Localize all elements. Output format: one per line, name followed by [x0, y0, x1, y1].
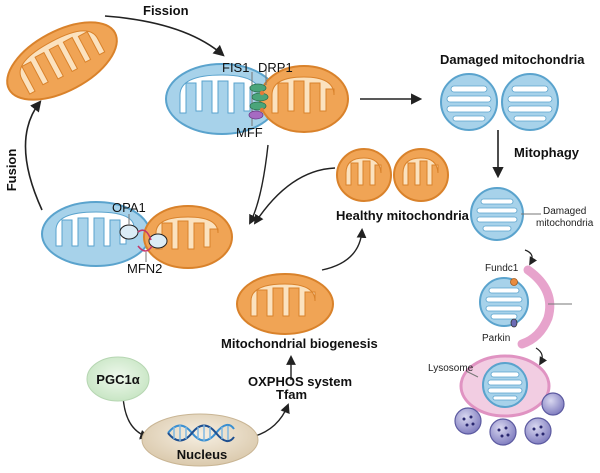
pgc1a-to-nucleus-arrow [122, 395, 150, 440]
lysosome-1 [454, 407, 482, 435]
nucleus [141, 413, 259, 467]
fusion-label: Fusion [4, 149, 19, 192]
mitochondrion-top-left [6, 21, 118, 101]
drp1-label: DRP1 [258, 60, 293, 75]
fusion-arrow [24, 100, 43, 211]
tfam-label: Tfam [276, 387, 307, 402]
small-curl-arrow-2 [535, 347, 548, 366]
lysosomes [454, 392, 565, 446]
healthy-mitochondria-label: Healthy mitochondria [336, 208, 470, 223]
fusion-proteins [119, 214, 168, 262]
mitophagy-label: Mitophagy [514, 145, 580, 160]
fission-arrow [104, 15, 225, 57]
fission-to-fusion-arrow [249, 144, 269, 225]
mitophagy-damaged-mitochondrion [470, 187, 541, 241]
fundc1-label: Fundc1 [485, 263, 519, 274]
lysosome-label: Lysosome [428, 363, 474, 374]
healthy-to-fusion-arrow [253, 167, 336, 225]
mitochondrial-biogenesis-label: Mitochondrial biogenesis [221, 336, 378, 351]
nucleus-to-oxphos-arrow [251, 403, 290, 438]
parkin-marker [510, 318, 518, 328]
fusion-pair [41, 201, 233, 269]
phagophore-stage [479, 265, 572, 349]
opa1-label: OPA1 [112, 200, 146, 215]
lysosome-2 [489, 418, 517, 446]
fundc1-marker [510, 278, 518, 286]
healthy-mitochondrion-2 [393, 148, 449, 202]
pgc1a-bubble [86, 356, 150, 402]
fission-proteins [248, 66, 269, 126]
fission-label: Fission [143, 3, 189, 18]
orange-mitochondrion-fusion [143, 205, 233, 269]
damaged-mitochondria-title: Damaged mitochondria [440, 52, 585, 67]
mff-label: MFF [236, 125, 263, 140]
damaged-mitochondria-pair [440, 73, 559, 131]
lysosome-stage [459, 354, 551, 418]
fis1-label: FIS1 [222, 60, 249, 75]
pgc1a-label: PGC1α [96, 372, 139, 387]
fission-pair [165, 63, 349, 135]
parkin-label: Parkin [482, 333, 510, 344]
phagophore-membrane [517, 265, 555, 349]
orange-mitochondrion-fission [259, 65, 349, 133]
arrows [24, 15, 548, 440]
oxphos-system-label: OXPHOS system [248, 374, 352, 389]
healthy-mitochondria [336, 148, 449, 202]
biogenesis-to-healthy-arrow [321, 228, 367, 271]
mfn2-label: MFN2 [127, 261, 162, 276]
damaged-mitochondria-side-label-1: Damaged [543, 206, 586, 217]
labels: Fission Fusion FIS1 DRP1 MFF OPA1 MFN2 D… [4, 3, 594, 462]
damaged-mitochondrion-2 [501, 73, 559, 131]
nucleus-label: Nucleus [177, 447, 228, 462]
lysosome-4 [541, 392, 565, 416]
biogenesis-mitochondrion [236, 273, 334, 335]
healthy-mitochondrion-1 [336, 148, 392, 202]
small-curl-arrow-1 [524, 249, 538, 266]
damaged-mitochondria-side-label-2: mitochondria [536, 218, 594, 229]
dna-helix-icon [167, 423, 235, 443]
damaged-mitochondrion-1 [440, 73, 498, 131]
lysosome-3 [524, 417, 552, 445]
